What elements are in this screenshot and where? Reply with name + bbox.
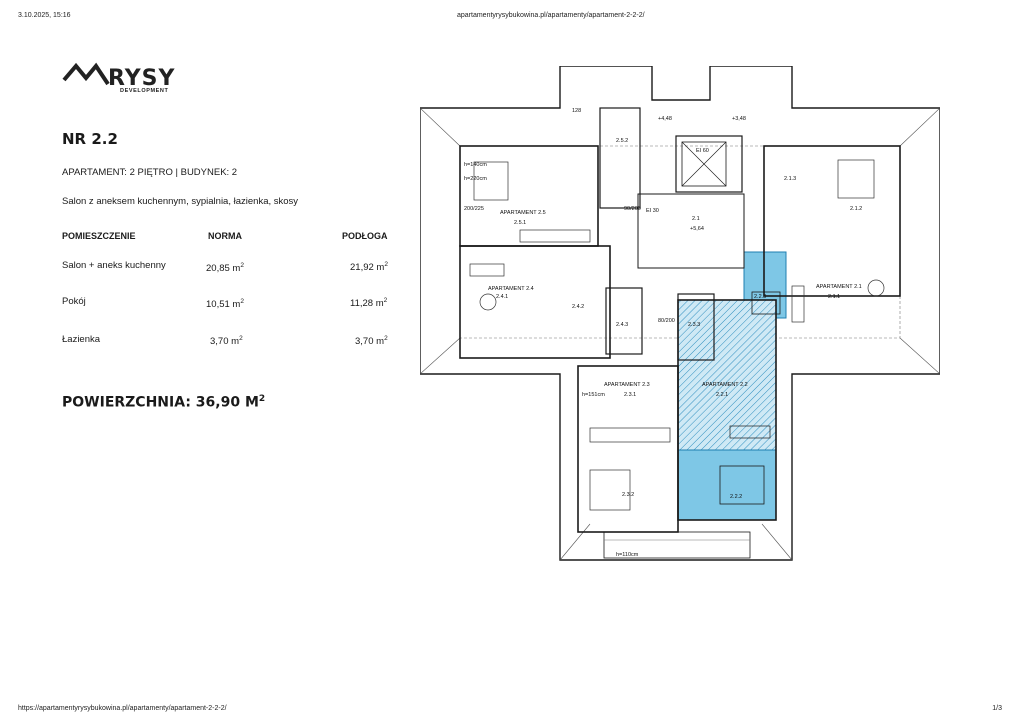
bed-2-3 [589,469,631,511]
building-outline [420,66,940,561]
table-2-4 [479,293,497,311]
dim-plus-448: +4,48 [658,116,672,122]
label-apartment-2-5: APARTAMENT 2.5 [500,210,546,216]
floor-value-pokoj: 11,28 m2 [350,297,388,310]
kitchen-2-5 [519,229,591,243]
print-footer-url: https://apartamentyrysybukowina.pl/apart… [18,705,227,712]
dim-80-200: 80/200 [658,318,675,324]
label-apartment-2-3: APARTAMENT 2.3 [604,382,650,388]
dim-h110: h=110cm [616,552,639,558]
col-header-room: POMIESZCZENIE [62,231,136,241]
dim-90-200: 90/200 [624,206,641,212]
rysy-logo: RYSY DEVELOPMENT [62,62,182,98]
label-apartment-2-2: APARTAMENT 2.2 [702,382,748,388]
bed-2-2 [719,465,765,505]
bed-2-5 [473,161,509,201]
room-2-2-1: 2.2.1 [716,392,728,398]
apartment-2-2-living-hatch [677,299,777,451]
apartment-2-2-bedroom-fill [677,449,777,521]
apartment-info: APARTAMENT: 2 PIĘTRO | BUDYNEK: 2 [62,167,238,178]
floor-value-lazienka: 3,70 m2 [355,335,388,348]
dim-h140: h=140cm [464,162,487,168]
dim-h220: h=220cm [464,176,487,182]
room-2-2-2: 2.2.2 [730,494,742,500]
dim-128: 128 [572,108,581,114]
dim-ei30: EI 30 [646,208,659,214]
dim-plus-564: +5,64 [690,226,704,232]
balcony-bottom [603,531,751,559]
norm-value-pokoj: 10,51 m2 [206,298,244,311]
col-header-norm: NORMA [208,231,242,241]
dim-200-225: 200/225 [464,206,484,212]
room-2-1-3: 2.1.3 [784,176,796,182]
sofa-2-4 [469,263,505,277]
room-2-5-1: 2.5.1 [514,220,526,226]
bathroom-2-4 [605,287,643,355]
room-2-3-2: 2.3.2 [622,492,634,498]
print-header-url: apartamentyrysybukowina.pl/apartamenty/a… [457,12,645,19]
room-2-3-3: 2.3.3 [688,322,700,328]
room-2-4-3: 2.4.3 [616,322,628,328]
room-name-lazienka: Łazienka [62,334,101,345]
corridor [637,193,745,269]
mountain-logo-icon [62,62,110,86]
room-2-5-2: 2.5.2 [616,138,628,144]
room-name-salon: Salon + aneks kuchenny [62,260,166,271]
sofa-2-1 [791,285,805,323]
norm-value-lazienka: 3,70 m2 [210,335,243,348]
dim-h151: h=151cm [582,392,605,398]
bathroom-2-5 [599,107,641,209]
table-2-1 [867,279,885,297]
apartment-2-2-outline [677,299,777,521]
apartment-description: Salon z aneksem kuchennym, sypialnia, ła… [62,196,299,207]
dim-plus-348: +3,48 [732,116,746,122]
norm-value-salon: 20,85 m2 [206,262,244,275]
apartment-title: NR 2.2 [62,130,118,148]
kitchen-2-3 [589,427,671,443]
apartment-2-3 [577,365,679,533]
roof-slope-lines [420,107,940,561]
label-apartment-2-4: APARTAMENT 2.4 [488,286,534,292]
room-2-1: 2.1 [692,216,700,222]
apartment-2-4 [459,245,611,359]
room-2-1-1: 2.1.1 [828,294,840,300]
logo-wordmark: RYSY [108,66,176,91]
dim-ei60: EI 60 [696,148,709,154]
bath-fixture-2-2 [751,291,781,315]
kitchen-2-2 [729,425,771,439]
col-header-floor: PODŁOGA [342,231,388,241]
room-2-4-2: 2.4.2 [572,304,584,310]
apartment-2-5 [459,145,599,247]
room-2-1-2: 2.1.2 [850,206,862,212]
page-number: 1/3 [992,705,1002,712]
floor-plan: APARTAMENT 2.5 APARTAMENT 2.4 APARTAMENT… [420,66,940,561]
logo-subtitle: DEVELOPMENT [120,88,169,94]
room-2-4-1: 2.4.1 [496,294,508,300]
room-2-3-1: 2.3.1 [624,392,636,398]
total-area: POWIERZCHNIA: 36,90 M2 [62,394,266,411]
room-name-pokoj: Pokój [62,296,86,307]
label-apartment-2-1: APARTAMENT 2.1 [816,284,862,290]
apartment-2-1 [763,145,901,297]
floor-value-salon: 21,92 m2 [350,261,388,274]
elevator [681,141,727,187]
staircase [675,135,743,193]
print-timestamp: 3.10.2025, 15:16 [18,12,71,19]
room-2-2-3: 2.2.3 [754,294,766,300]
bed-2-1 [837,159,875,199]
